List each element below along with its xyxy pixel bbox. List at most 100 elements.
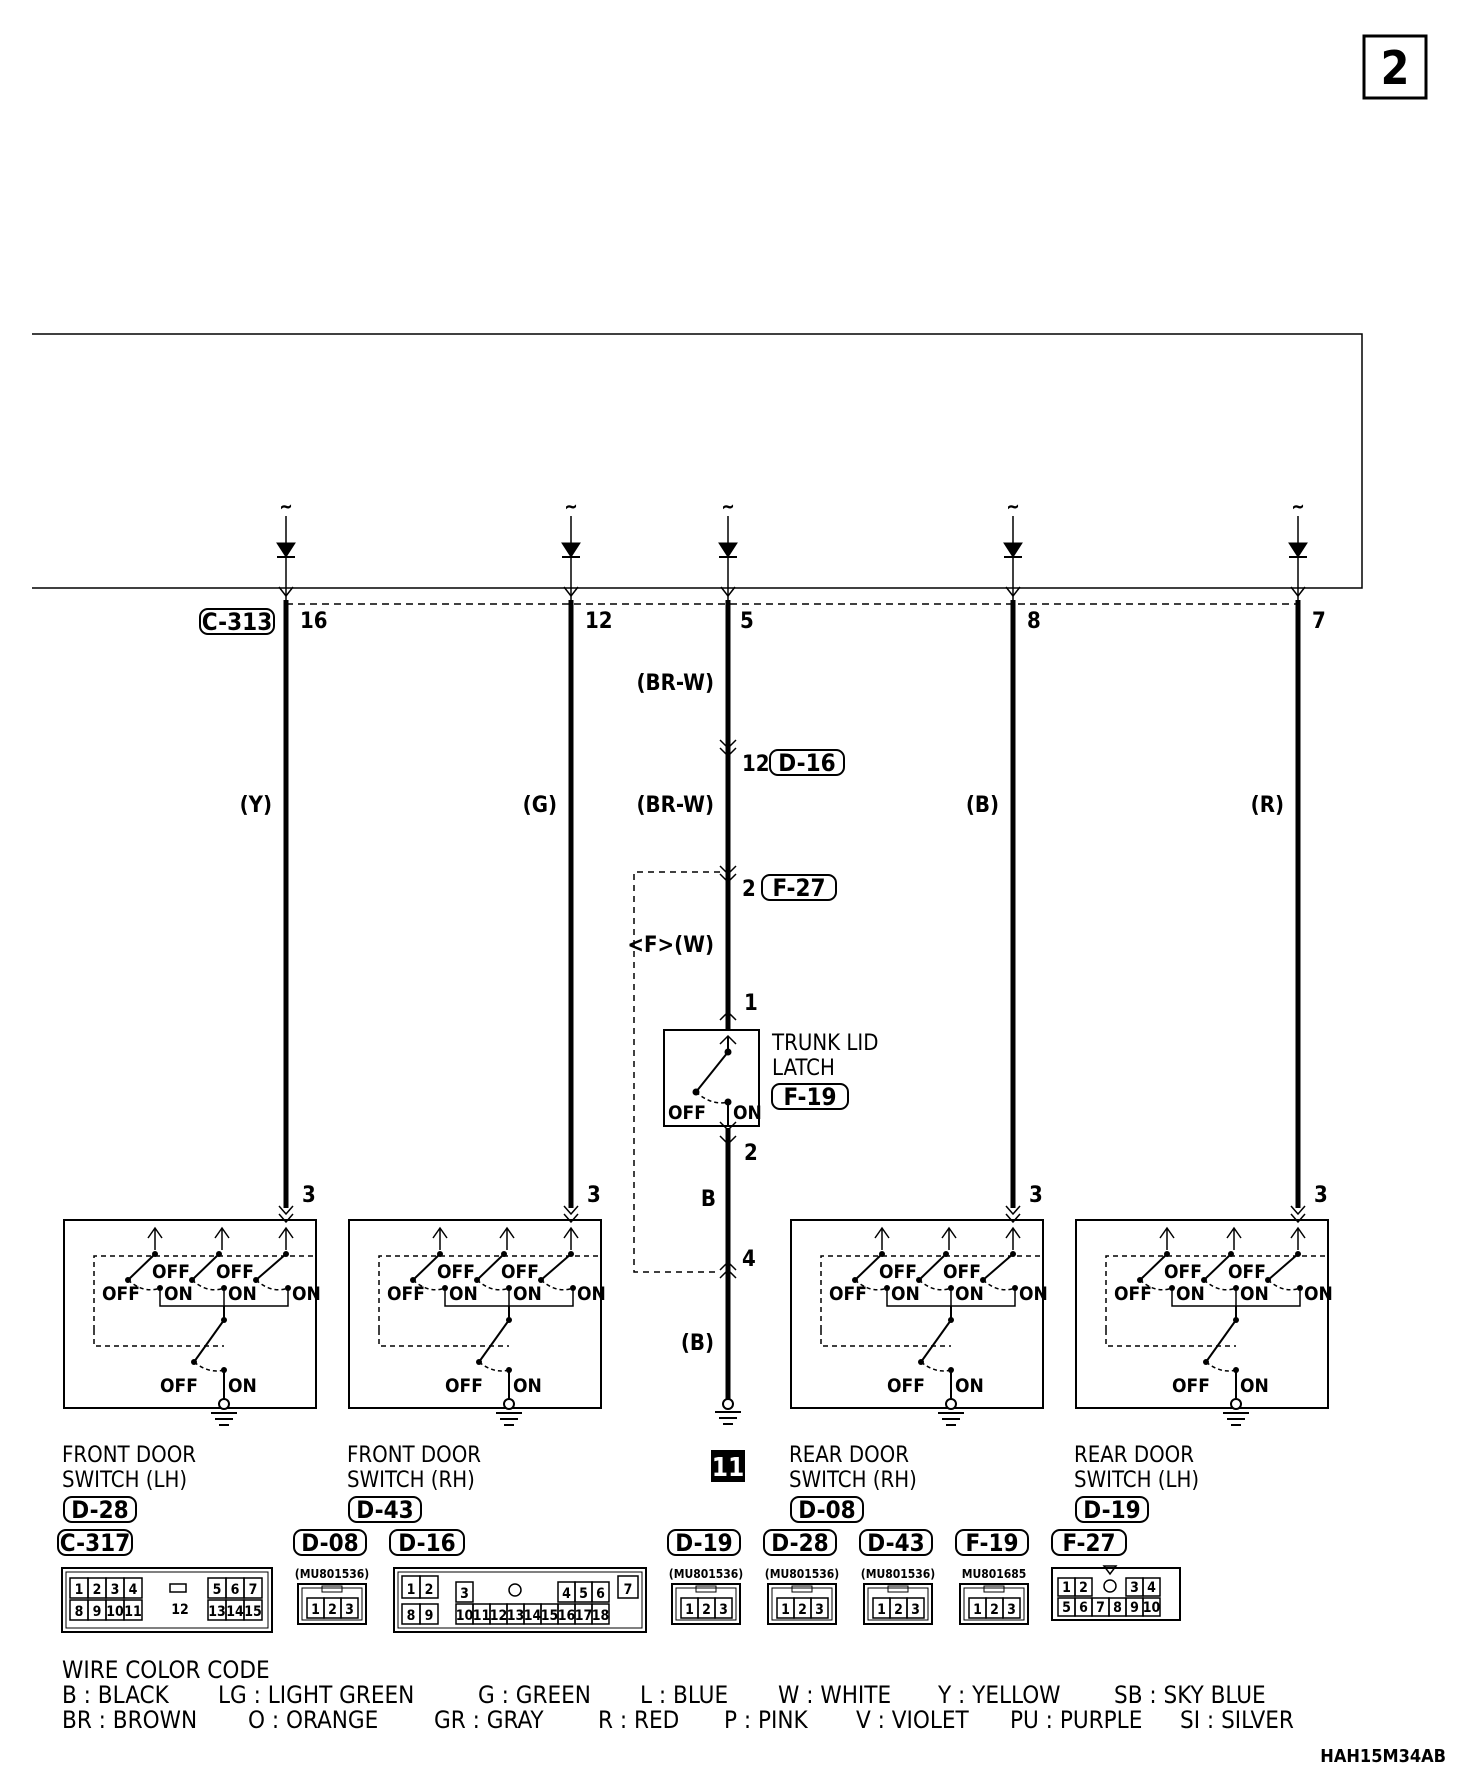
svg-text:~: ~ [1292,497,1304,516]
svg-text:4: 4 [742,1247,756,1272]
svg-text:3: 3 [1029,1183,1043,1208]
svg-text:12: 12 [171,1602,189,1618]
svg-text:2: 2 [93,1582,102,1598]
svg-text:1: 1 [407,1582,416,1598]
on-label: ON [513,1283,542,1305]
svg-text:13: 13 [507,1608,525,1624]
off-label: OFF [1172,1375,1210,1397]
off-label: OFF [152,1261,190,1283]
svg-text:15: 15 [244,1604,262,1620]
svg-text:D-16: D-16 [778,749,835,777]
switch-names: FRONT DOOR SWITCH (LH) D-28 FRONT DOOR S… [62,1443,1199,1524]
svg-text:3: 3 [345,1602,354,1618]
svg-text:7: 7 [1312,609,1326,634]
off-label: OFF [887,1375,925,1397]
connector-d08-tag: D-08 [293,1529,367,1557]
svg-text:13: 13 [208,1604,226,1620]
on-label: ON [228,1283,257,1305]
svg-text:SWITCH (LH): SWITCH (LH) [62,1468,187,1493]
svg-text:11: 11 [473,1608,491,1624]
svg-text:(B): (B) [681,1331,714,1356]
svg-text:C-313: C-313 [202,608,272,636]
svg-text:1: 1 [877,1602,886,1618]
svg-text:6: 6 [1079,1600,1088,1616]
off-label: OFF [387,1283,425,1305]
svg-text:REAR DOOR: REAR DOOR [789,1443,909,1468]
on-label: ON [1240,1375,1269,1397]
connector-d19-tag: D-19 [667,1529,741,1557]
wire-color-entry: V : VIOLET [856,1706,970,1734]
svg-text:10: 10 [1143,1600,1161,1616]
on-label: ON [449,1283,478,1305]
svg-text:F-27: F-27 [772,874,825,902]
wire-color-entry: O : ORANGE [248,1706,378,1734]
svg-text:9: 9 [1130,1600,1139,1616]
svg-text:1: 1 [75,1582,84,1598]
svg-text:18: 18 [592,1608,610,1624]
svg-text:4: 4 [129,1582,138,1598]
svg-text:8: 8 [407,1608,416,1624]
svg-text:F-27: F-27 [1062,1529,1115,1557]
svg-text:(Y): (Y) [240,793,272,818]
svg-text:(BR-W): (BR-W) [637,793,714,818]
svg-text:9: 9 [425,1608,434,1624]
svg-text:REAR DOOR: REAR DOOR [1074,1443,1194,1468]
connector-d28-tag: D-28 [763,1529,837,1557]
off-label: OFF [501,1261,539,1283]
svg-text:(R): (R) [1251,793,1284,818]
svg-text:1: 1 [311,1602,320,1618]
svg-text:FRONT DOOR: FRONT DOOR [347,1443,481,1468]
svg-text:6: 6 [231,1582,240,1598]
svg-text:1: 1 [685,1602,694,1618]
svg-text:5: 5 [740,609,754,634]
svg-text:D-08: D-08 [301,1529,358,1557]
connector-d43-tag: D-43 [859,1529,933,1557]
svg-text:8: 8 [75,1604,84,1620]
on-label: ON [1019,1283,1048,1305]
svg-text:16: 16 [300,609,328,634]
svg-text:5: 5 [579,1586,588,1602]
wire-color-entry: LG : LIGHT GREEN [218,1681,414,1709]
wire-color-entry: G : GREEN [478,1681,591,1709]
ground-id-badge [711,1450,745,1482]
diagram-code: HAH15M34AB [1320,1746,1446,1767]
on-label: ON [292,1283,321,1305]
svg-text:7: 7 [624,1582,633,1598]
svg-text:3: 3 [1130,1580,1139,1596]
svg-text:~: ~ [722,497,734,516]
off-label: OFF [1228,1261,1266,1283]
svg-text:FRONT DOOR: FRONT DOOR [62,1443,196,1468]
svg-text:5: 5 [1062,1600,1071,1616]
svg-text:14: 14 [226,1604,244,1620]
svg-text:TRUNK LID: TRUNK LID [771,1031,879,1056]
svg-text:SWITCH (RH): SWITCH (RH) [789,1468,917,1493]
on-label: ON [1176,1283,1205,1305]
svg-text:4: 4 [562,1586,571,1602]
svg-text:ON: ON [733,1102,762,1124]
svg-text:12: 12 [490,1608,508,1624]
svg-text:10: 10 [456,1608,474,1624]
svg-text:B: B [701,1187,716,1212]
svg-text:D-19: D-19 [1083,1496,1140,1524]
svg-text:D-16: D-16 [398,1529,455,1557]
wire-color-entry: P : PINK [724,1706,809,1734]
control-unit-outline [32,333,1363,589]
off-label: OFF [437,1261,475,1283]
svg-text:D-08: D-08 [798,1496,855,1524]
svg-text:3: 3 [815,1602,824,1618]
svg-text:MU801685: MU801685 [962,1567,1027,1581]
on-label: ON [228,1375,257,1397]
svg-text:~: ~ [280,497,292,516]
svg-text:(B): (B) [966,793,999,818]
